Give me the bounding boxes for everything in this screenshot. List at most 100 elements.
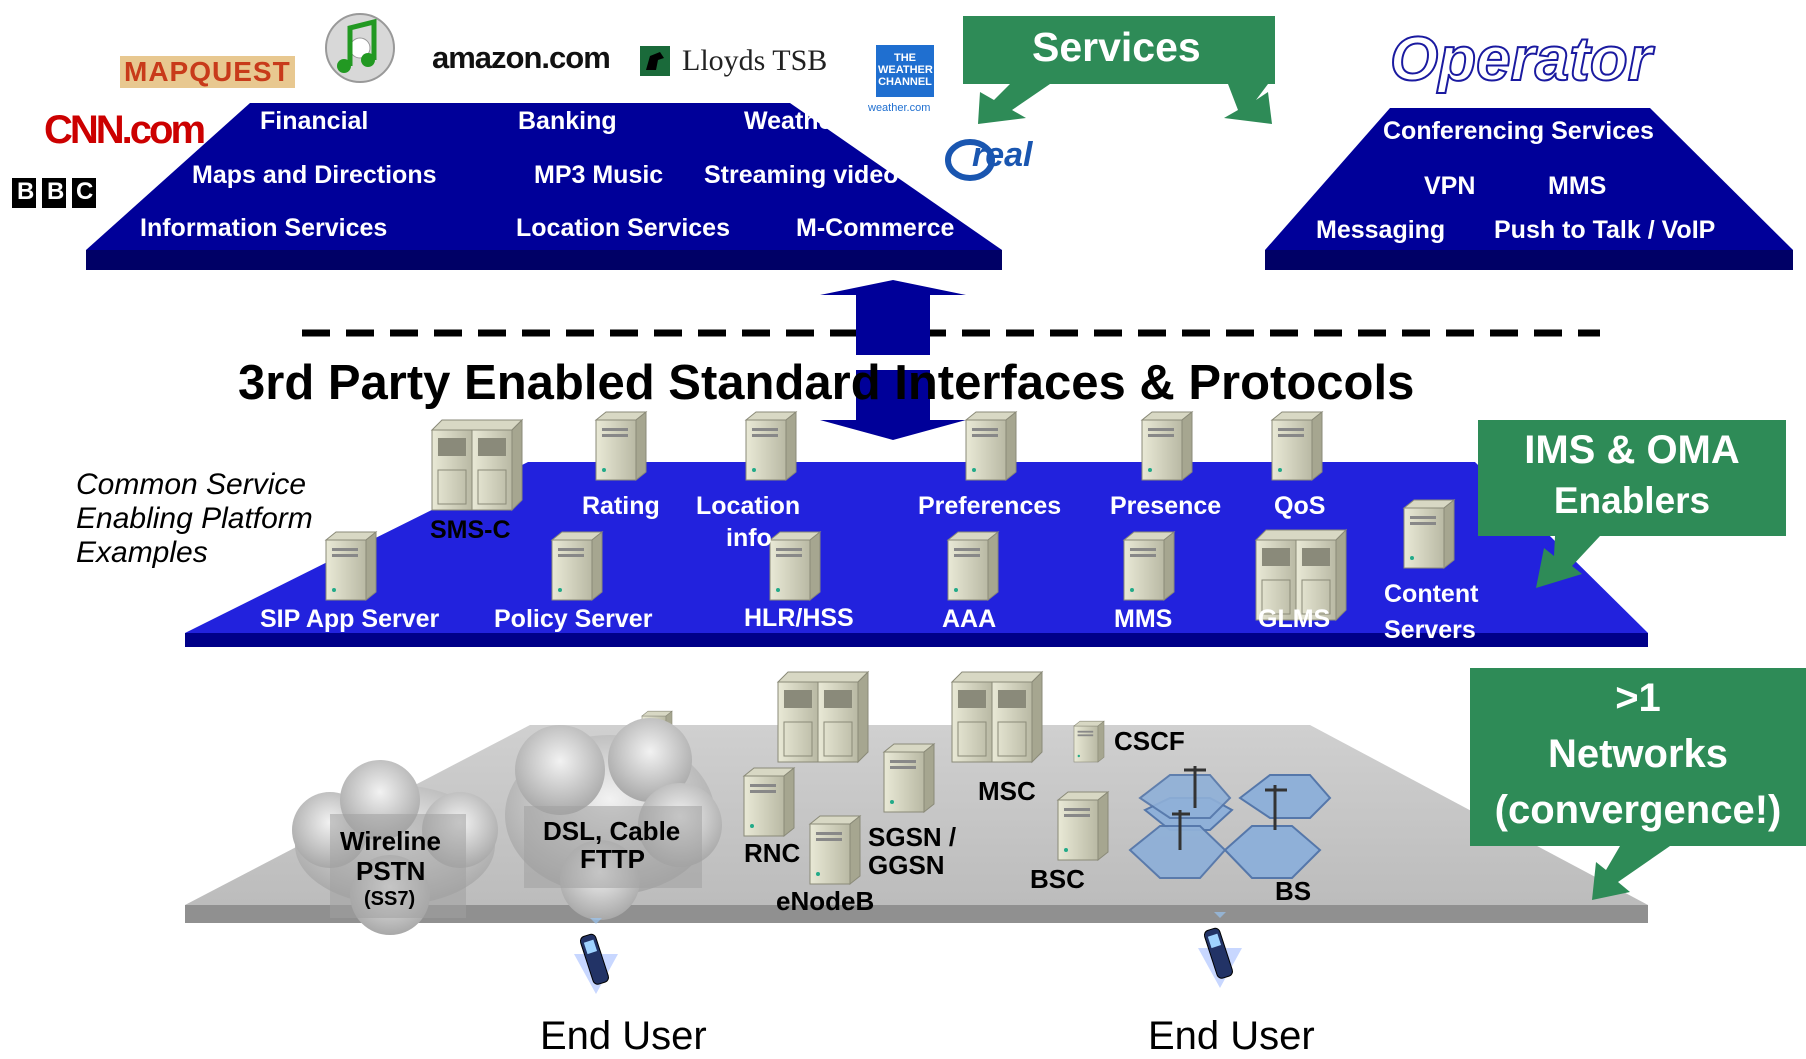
interface-arrow-down <box>820 370 966 440</box>
server-sms-c-icon <box>431 419 523 511</box>
operator-trapezoid <box>1265 108 1793 250</box>
label-sms-c: SMS-C <box>430 516 511 544</box>
server-policy-icon <box>551 531 603 601</box>
label-sgsn: SGSN / <box>868 822 957 852</box>
platform-caption-2: Enabling Platform <box>76 502 313 535</box>
server-sgsn-icon <box>883 743 935 813</box>
horse-logo-icon <box>640 46 670 76</box>
services-arrow-right <box>1224 84 1272 124</box>
label-pstn: PSTN <box>356 856 426 886</box>
interface-arrow-up <box>820 280 966 355</box>
operator-label: Operator <box>1389 24 1653 95</box>
music-note-cd-icon <box>325 13 395 83</box>
enablers-text-2: Enablers <box>1553 480 1711 521</box>
label-hlr: HLR/HSS <box>744 604 854 632</box>
antenna-tower-icon <box>1172 766 1287 850</box>
label-enodeb: eNodeB <box>776 886 875 916</box>
services-label: Services <box>1032 24 1201 70</box>
operator-conferencing: Conferencing Services <box>1383 117 1654 145</box>
networks-arrow <box>1592 846 1670 900</box>
label-location: Location <box>696 492 801 520</box>
service-banking: Banking <box>518 107 617 135</box>
end-user-right: End User <box>1148 1014 1315 1058</box>
operator-ptt: Push to Talk / VoIP <box>1494 216 1716 244</box>
label-bsc: BSC <box>1030 864 1085 894</box>
enablers-text-1: IMS & OMA <box>1524 428 1740 472</box>
cloud-wireline-icon <box>292 760 498 935</box>
label-rnc: RNC <box>744 838 801 868</box>
real-logo: real <box>972 136 1033 174</box>
server-bsc-icon <box>1057 791 1109 861</box>
enablers-arrow <box>1536 536 1600 588</box>
label-content-servers: Servers <box>1384 616 1476 644</box>
label-presence: Presence <box>1110 492 1222 520</box>
service-mp3: MP3 Music <box>534 161 664 189</box>
server-mms-icon <box>1123 531 1175 601</box>
weather-url-text: weather.com <box>868 102 931 114</box>
weather-channel-logo-text: THE WEATHER CHANNEL <box>878 52 933 88</box>
services-arrow-left <box>978 84 1050 124</box>
platform-caption-3: Examples <box>76 536 208 569</box>
operator-trapezoid-base <box>1265 250 1793 270</box>
service-location: Location Services <box>516 214 730 242</box>
server-presence-icon <box>1141 411 1193 481</box>
label-wireline: Wireline <box>340 826 441 856</box>
networks-box <box>1470 668 1806 846</box>
networks-text-2: Networks <box>1547 732 1729 776</box>
label-qos: QoS <box>1274 492 1326 520</box>
label-dsl: DSL, Cable <box>543 816 681 846</box>
server-enodeb-icon <box>809 815 861 885</box>
amazon-logo: amazon.com <box>432 40 611 75</box>
operator-messaging: Messaging <box>1316 216 1446 244</box>
label-sip: SIP App Server <box>260 605 440 633</box>
interfaces-title: 3rd Party Enabled Standard Interfaces & … <box>238 356 1415 410</box>
mapquest-logo: MAPQUEST <box>120 56 295 88</box>
operator-mms: MMS <box>1548 172 1607 200</box>
server-aaa-icon <box>947 531 999 601</box>
label-policy: Policy Server <box>494 605 653 633</box>
server-cscf-icon <box>1073 720 1105 763</box>
server-content-icon <box>1403 499 1455 569</box>
network-platform-base <box>185 905 1648 923</box>
label-fttp: FTTP <box>580 844 645 874</box>
label-rating: Rating <box>582 492 660 520</box>
phone-right-icon <box>1197 911 1243 989</box>
services-trapezoid <box>86 103 1002 250</box>
server-location-icon <box>745 411 797 481</box>
server-msc-icon <box>951 671 1043 763</box>
server-rnc-icon <box>743 767 795 837</box>
bbc-letter-1: B <box>17 178 35 205</box>
label-cscf: CSCF <box>1114 726 1185 756</box>
server-hlr-icon <box>769 531 821 601</box>
bbc-box-2 <box>42 178 66 208</box>
bbc-box-1 <box>12 178 36 208</box>
services-trapezoid-base <box>86 250 1002 270</box>
services-banner <box>963 16 1275 84</box>
label-aaa: AAA <box>942 605 997 633</box>
label-glms: GLMS <box>1258 605 1331 633</box>
enablers-box <box>1478 420 1786 536</box>
service-streaming: Streaming video <box>704 161 899 189</box>
service-financial: Financial <box>260 107 369 135</box>
label-preferences: Preferences <box>918 492 1062 520</box>
networks-text-1: >1 <box>1615 676 1661 720</box>
lloyds-logo: Lloyds TSB <box>682 44 828 77</box>
server-network-big-icon <box>777 671 869 763</box>
end-user-left: End User <box>540 1014 707 1058</box>
server-qos-icon <box>1271 411 1323 481</box>
label-location-info: info <box>726 524 772 552</box>
label-content: Content <box>1384 580 1479 608</box>
networks-text-3: (convergence!) <box>1494 788 1782 832</box>
platform-caption-1: Common Service <box>76 468 307 501</box>
base-station-cells-icon <box>1128 774 1332 879</box>
cnn-logo: CNN.com <box>44 108 206 152</box>
weather-channel-logo <box>874 43 936 99</box>
label-ss7: (SS7) <box>364 888 416 910</box>
server-sip-icon <box>325 531 377 601</box>
server-preferences-icon <box>965 411 1017 481</box>
label-msc: MSC <box>978 776 1036 806</box>
service-maps: Maps and Directions <box>192 161 437 189</box>
cloud-dsl-icon <box>505 718 722 920</box>
bbc-box-3 <box>72 178 96 208</box>
